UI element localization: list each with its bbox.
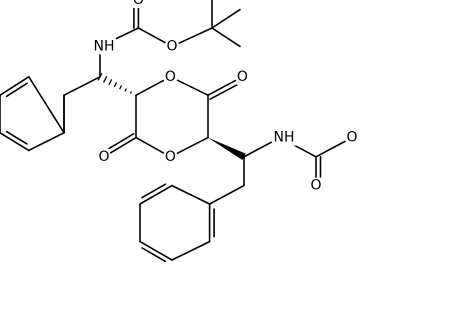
amine-label-upper-bg (92, 38, 116, 55)
ring-carbonyl-oxygen-lower-bg (98, 148, 110, 165)
stereo-hash-upper-stroke (108, 79, 113, 86)
upper-phenyl-4-a (0, 132, 30, 152)
stereo-hash-upper-stroke (113, 82, 118, 88)
ring-oxygen-upper-bg (164, 68, 177, 85)
stereo-hash-upper-stroke (102, 76, 108, 83)
stereo-hash-upper-stroke (119, 85, 123, 90)
ester-oxygen-upper: O (166, 38, 177, 54)
amine-label-lower-bg (272, 129, 296, 146)
lower-phenyl-4-a (139, 240, 173, 261)
ring-carbonyl-upper-b (209, 83, 239, 100)
lower-phenyl-4-b (141, 247, 167, 263)
ester-oxygen-upper-bg (166, 38, 178, 55)
stereo-hash-upper (97, 72, 132, 94)
ring-carbonyl-lower-a (110, 136, 137, 154)
ring-bond-c6-o1 (135, 79, 165, 96)
upper-tbu-me3 (211, 8, 241, 29)
carbamate-oxygen-lower-bg (310, 177, 322, 194)
ring-bond-o1-c2 (176, 79, 209, 96)
upper-ester-tbu (178, 27, 213, 44)
lower-phenyl-5 (171, 240, 211, 261)
ester-oxygen-lower-bg (346, 129, 358, 146)
ring-carbonyl-oxygen-upper-bg (236, 68, 249, 85)
ring-oxygen-upper: O (165, 69, 176, 85)
upper-phenyl-2-a (0, 76, 30, 96)
lower-carbamate-ester (315, 140, 346, 158)
lower-benzyl-bond (208, 184, 245, 205)
carbamate-oxygen-upper: O (133, 0, 144, 8)
stereo-hash-upper-stroke (124, 88, 128, 92)
ring-oxygen-lower: O (165, 149, 176, 165)
ring-bond-c3-o4 (176, 136, 209, 154)
upper-tbu-me2 (211, 27, 241, 48)
lower-phenyl-1 (171, 184, 211, 205)
bond-network (0, 0, 346, 263)
upper-phenyl-5 (27, 132, 65, 152)
amine-label-upper: NH (94, 38, 115, 54)
stereo-hash-upper-stroke (129, 91, 132, 94)
stereo-wedge-lower (208, 137, 246, 160)
upper-carbamate-ester (137, 27, 166, 44)
ring-oxygen-lower-bg (164, 148, 177, 165)
ring-bond-o4-c5 (135, 136, 165, 154)
upper-ch-ch2 (63, 76, 101, 96)
ring-carbonyl-oxygen-upper: O (237, 69, 248, 85)
upper-phenyl-1 (27, 76, 65, 134)
lower-phenyl-2-b (141, 183, 167, 199)
carbamate-oxygen-lower: O (310, 178, 321, 194)
ester-oxygen-lower: O (346, 130, 357, 146)
upper-phenyl-4-b (5, 130, 28, 145)
lower-ch-nh (243, 141, 272, 158)
lower-phenyl-2-a (139, 184, 173, 205)
ring-carbonyl-oxygen-lower: O (98, 149, 109, 165)
ring-carbonyl-lower-b (107, 132, 135, 150)
ring-carbonyl-upper-a (207, 79, 237, 96)
amine-label-lower: NH (274, 130, 295, 146)
upper-phenyl-2-b (5, 82, 28, 98)
carbamate-oxygen-upper-bg (132, 0, 145, 8)
